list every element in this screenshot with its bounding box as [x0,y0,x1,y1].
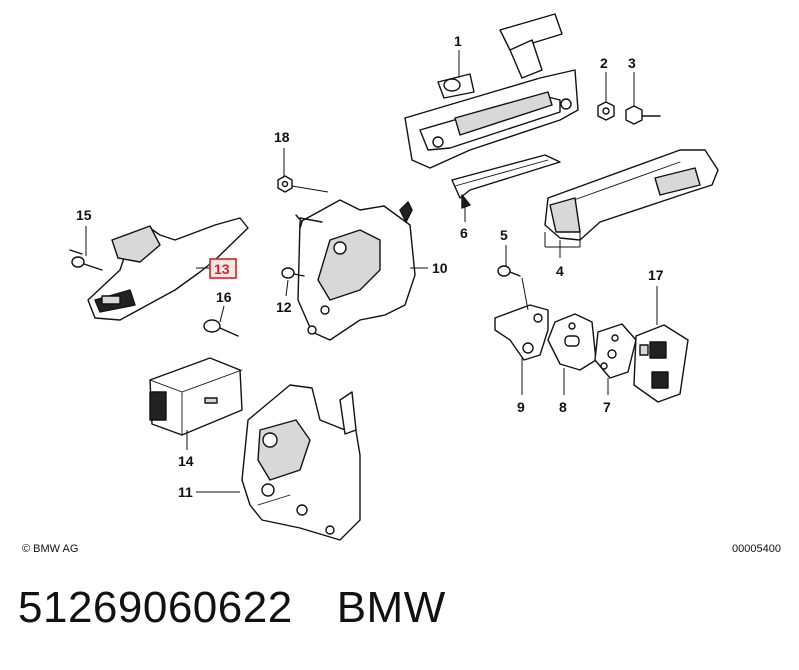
part-number: 51269060622 [18,583,293,632]
callout-1: 1 [454,33,462,49]
callout-16: 16 [216,289,232,305]
part-number-caption: 51269060622 BMW [18,583,446,633]
part-nut-18 [277,175,293,193]
callout-12: 12 [276,299,292,315]
callout-4: 4 [556,263,564,279]
callout-14: 14 [178,453,194,469]
part-screw-16 [203,319,239,337]
part-bracket-9 [494,304,549,361]
part-plate-8 [547,313,597,371]
callout-6: 6 [460,225,468,241]
part-lock-assembly-10 [295,199,416,341]
callout-17: 17 [648,267,664,283]
copyright-text: © BMW AG [22,543,78,555]
part-screw-12 [281,267,305,279]
callout-numbers: 1 2 3 4 5 6 7 8 9 10 11 12 14 15 16 17 1… [76,33,664,500]
brand-name: BMW [336,583,446,632]
callout-2: 2 [600,55,608,71]
callout-15: 15 [76,207,92,223]
part-screw-top [625,105,661,125]
leader-lines [85,50,658,493]
part-actuator-13 [87,217,249,321]
part-rubber-block-17 [633,324,689,403]
callout-18: 18 [274,129,290,145]
part-door-handle-carrier [404,13,579,169]
part-screw-5 [497,265,521,277]
callout-5: 5 [500,227,508,243]
part-control-module-14 [149,357,243,436]
part-gasket [451,154,561,209]
part-plate-7 [594,323,637,379]
callout-13-highlight [209,258,237,279]
callout-7: 7 [603,399,611,415]
callout-11: 11 [178,484,193,500]
callout-3: 3 [628,55,636,71]
exploded-parts-diagram: 1 2 3 4 5 6 7 8 9 10 11 12 14 15 16 17 1… [22,13,781,555]
part-nut [597,101,615,121]
part-handle-grip [544,149,719,241]
diagram-code: 00005400 [732,543,781,555]
part-door-latch-11 [241,384,361,541]
callout-8: 8 [559,399,567,415]
callout-10: 10 [432,260,448,276]
callout-13: 13 [214,261,230,277]
callout-9: 9 [517,399,525,415]
part-screw-15 [69,249,103,271]
